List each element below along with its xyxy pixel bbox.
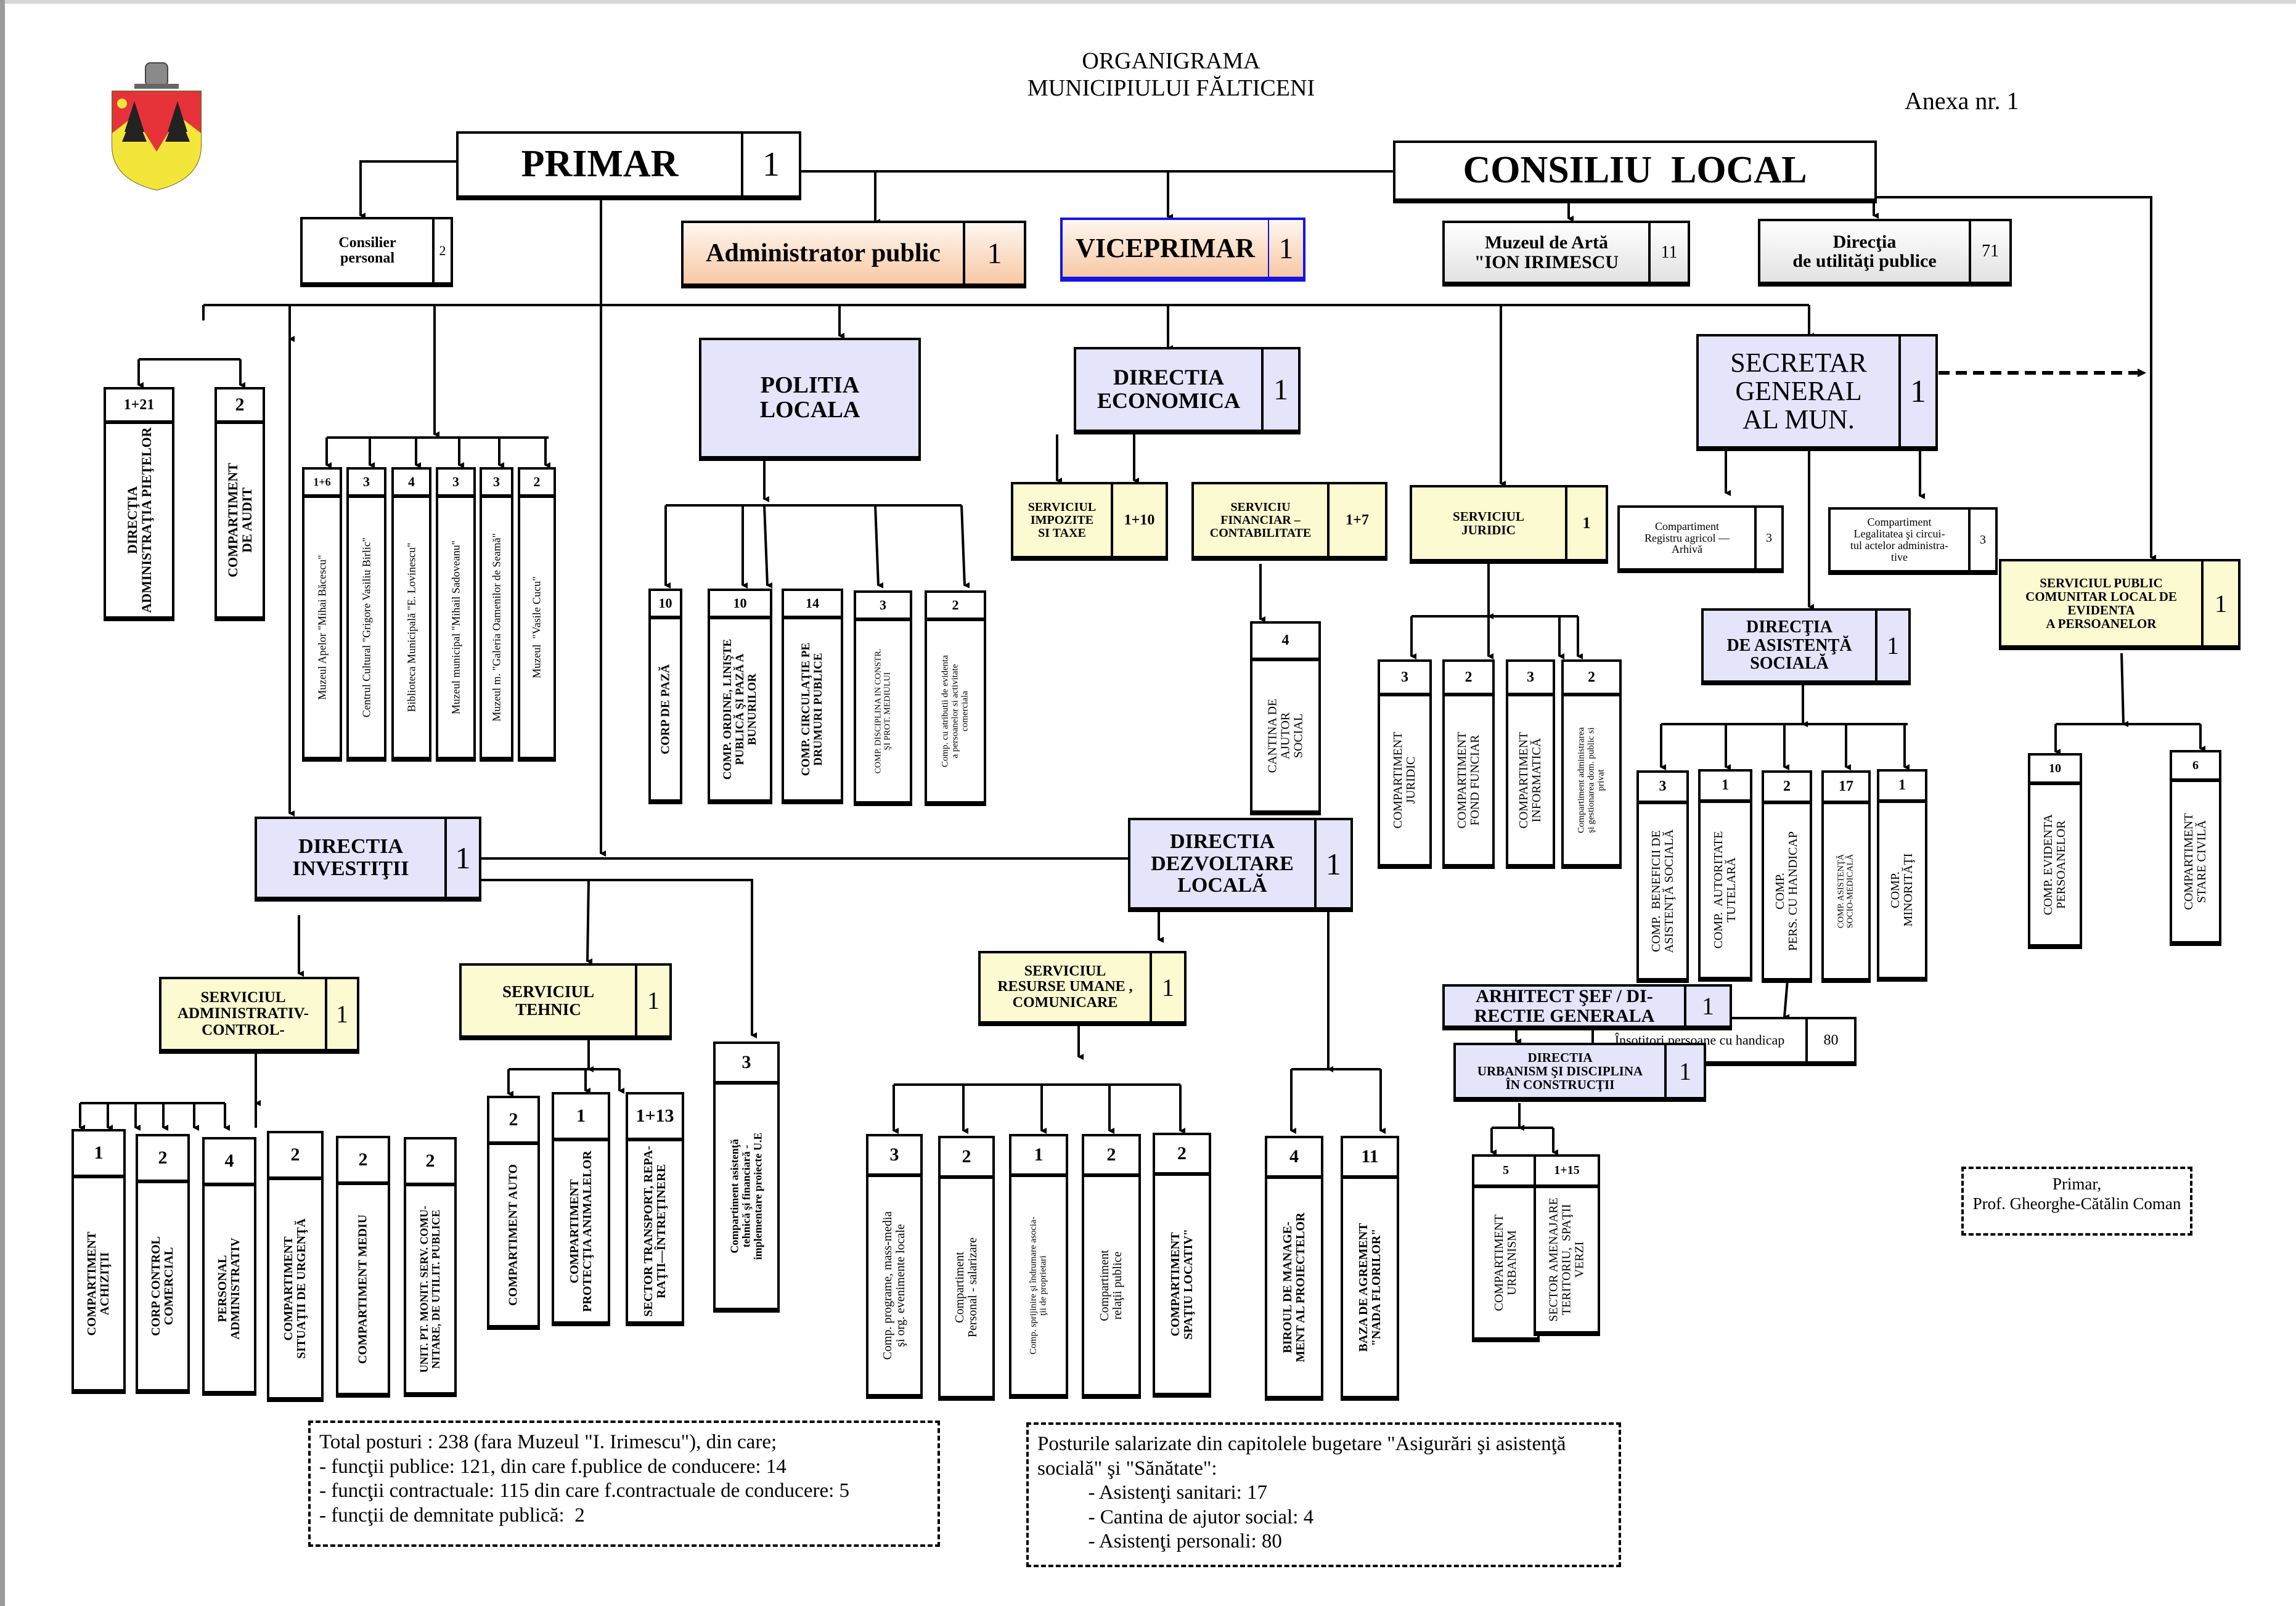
directia-economica-box[interactable]: DIRECTIA ECONOMICA 1 [1074,347,1301,434]
muzeu-arta-box[interactable]: Muzeul de Artă "ION IRIMESCU 11 [1442,221,1690,287]
consiliu-local-box[interactable]: CONSILIU LOCAL [1393,141,1877,203]
directia-urbanism-box[interactable]: DIRECTIA URBANISM ŞI DISCIPLINA ÎN CONST… [1453,1043,1706,1102]
serviciul-tehnic-box[interactable]: SERVICIUL TEHNIC 1 [459,963,672,1040]
compartiment-audit-box[interactable]: 2 COMPARTIMENT DE AUDIT [214,387,265,621]
page-title: ORGANIGRAMA MUNICIPIULUI FĂLTICENI [1027,48,1315,101]
consiliu-right-line [1877,196,2156,561]
directia-administratia-pietelor-box[interactable]: 1+21 DIRECŢIA ADMINISTRAŢIA PIEŢELOR [104,387,174,621]
serviciul-impozite-box[interactable]: SERVICIUL IMPOZITE SI TAXE 1+10 [1011,482,1168,561]
page-left-edge [0,0,5,1606]
page-top-edge [0,0,2296,4]
directia-investitii-box[interactable]: DIRECTIA INVESTIŢII 1 [255,817,481,902]
serviciul-juridic-box[interactable]: SERVICIUL JURIDIC 1 [1410,485,1608,564]
serviciul-evidenta-box[interactable]: SERVICIUL PUBLIC COMUNITAR LOCAL DE EVID… [1999,559,2241,650]
compartiment-registru-box[interactable]: Compartiment Registru agricol — Arhivă 3 [1617,505,1784,573]
directia-dezvoltare-locala-box[interactable]: DIRECTIA DEZVOLTARE LOCALĂ 1 [1128,818,1353,912]
compartiment-legalitate-box[interactable]: Compartiment Legalitatea şi circui- tul … [1828,507,1998,575]
falticeni-coat-of-arms-icon [110,59,203,192]
secretar-general-box[interactable]: SECRETAR GENERAL AL MUN. 1 [1696,334,1938,451]
totals-note: Total posturi : 238 (fara Muzeul "I. Iri… [308,1421,940,1547]
signature-note: Primar, Prof. Gheorghe-Cătălin Coman [1961,1167,2192,1236]
serviciul-resurse-umane-box[interactable]: SERVICIUL RESURSE UMANE , COMUNICARE 1 [978,951,1187,1026]
serviciu-financiar-box[interactable]: SERVICIU FINANCIAR – CONTABILITATE 1+7 [1191,482,1387,561]
arhitect-sef-box[interactable]: ARHITECT ŞEF / DI- RECTIE GENERALA 1 [1442,984,1732,1030]
administrator-public-box[interactable]: Administrator public 1 [681,221,1026,288]
primar-consilier-line [359,160,456,219]
directia-utilitati-box[interactable]: Direcţia de utilităţi publice 71 [1758,219,2012,287]
serviciul-administrativ-control-box[interactable]: SERVICIUL ADMINISTRATIV- CONTROL- 1 [159,977,359,1054]
viceprimar-box[interactable]: VICEPRIMAR 1 [1060,218,1305,282]
consilier-personal-box[interactable]: Consilier personal 2 [300,217,453,287]
budget-note: Posturile salarizate din capitolele buge… [1026,1422,1621,1567]
primar-box[interactable]: PRIMAR 1 [456,131,801,200]
directia-asistenta-sociala-box[interactable]: DIRECŢIA DE ASISTENŢĂ SOCIALĂ 1 [1701,608,1911,685]
politia-locala-box[interactable]: POLITIA LOCALA [699,338,921,461]
annex-label: Anexa nr. 1 [1905,87,2019,115]
